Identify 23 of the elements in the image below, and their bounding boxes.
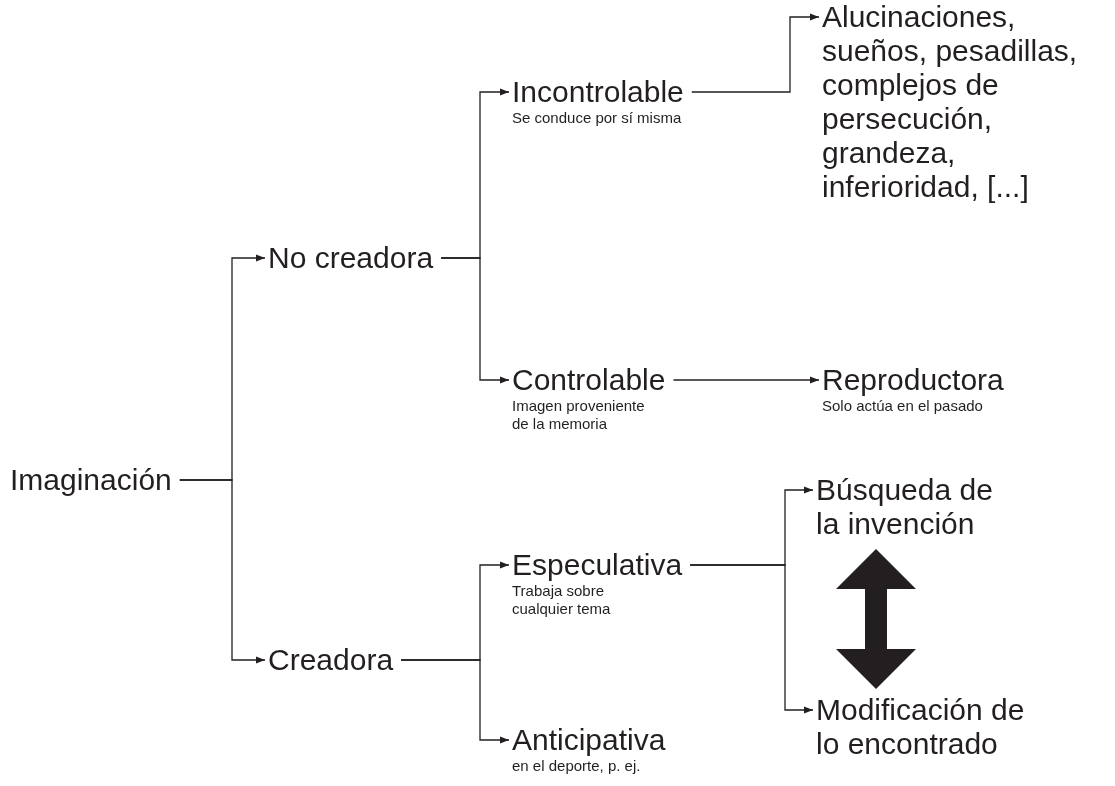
- node-label: Reproductora: [822, 363, 1004, 397]
- node-label: Controlable: [512, 363, 666, 397]
- node-label: Incontrolable: [512, 75, 684, 109]
- arrow: [689, 564, 814, 714]
- node-label: Búsqueda de la invención: [816, 473, 994, 541]
- node-label: Especulativa: [512, 548, 683, 582]
- node-label: No creadora: [268, 241, 434, 275]
- node-note: Se conduce por sí misma: [512, 109, 683, 127]
- arrow: [691, 13, 820, 93]
- node-label: Alucinaciones, sueños, pesadillas, complejos de persecución, grandeza, inferioridad, [...]: [822, 0, 1079, 204]
- node-label: Modificación de lo encontrado: [816, 693, 1026, 761]
- arrow: [672, 376, 820, 384]
- arrow: [179, 479, 266, 664]
- node-note: Trabaja sobre cualquier tema: [512, 582, 612, 618]
- double-arrow: [836, 549, 916, 689]
- node-note: en el deporte, p. ej.: [512, 757, 642, 775]
- node-note: Imagen proveniente de la memoria: [512, 397, 646, 433]
- node-note: Solo actúa en el pasado: [822, 397, 984, 415]
- node-label: Creadora: [268, 643, 394, 677]
- node-label: Anticipativa: [512, 723, 666, 757]
- arrow: [440, 257, 510, 384]
- arrow: [400, 659, 510, 744]
- node-label: Imaginación: [10, 463, 172, 497]
